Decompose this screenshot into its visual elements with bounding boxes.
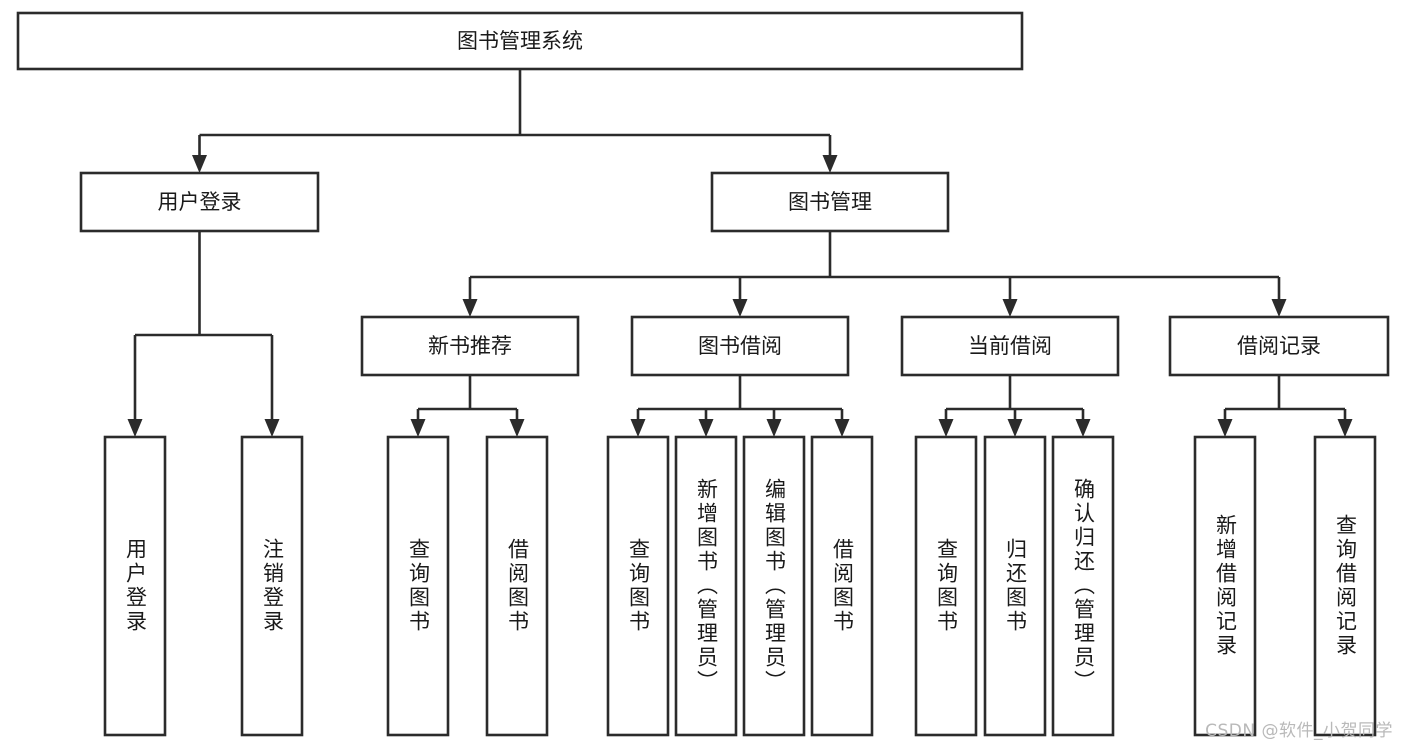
node-box-book-manage[interactable] [710, 171, 950, 233]
node-box-return-book[interactable] [983, 435, 1047, 737]
node-box-new-book-recommend[interactable] [360, 315, 580, 377]
arrow-head-icon [462, 299, 478, 317]
node-box-user-login[interactable] [79, 171, 320, 233]
arrow-head-icon [698, 419, 714, 437]
node-box-current-borrow[interactable] [900, 315, 1120, 377]
node-box-borrow-book-2[interactable] [810, 435, 874, 737]
node-label-borrow-record: 借阅记录 [1237, 334, 1321, 358]
node-box-borrow-book-1[interactable] [485, 435, 549, 737]
arrow-head-icon [127, 419, 143, 437]
arrow-head-icon [1002, 299, 1018, 317]
arrow-head-icon [509, 419, 525, 437]
arrow-head-icon [410, 419, 426, 437]
arrow-head-icon [732, 299, 748, 317]
arrow-head-icon [264, 419, 280, 437]
node-label-new-book-recommend: 新书推荐 [428, 334, 512, 358]
arrow-head-icon [1075, 419, 1091, 437]
arrow-head-icon [1007, 419, 1023, 437]
node-box-add-borrow-record[interactable] [1193, 435, 1257, 737]
connector-layer [127, 69, 1353, 437]
node-box-query-borrow-record[interactable] [1313, 435, 1377, 737]
node-box-edit-book-admin[interactable] [742, 435, 806, 737]
node-box-layer [16, 11, 1390, 737]
node-box-query-book-1[interactable] [386, 435, 450, 737]
arrow-head-icon [1271, 299, 1287, 317]
node-box-add-book-admin[interactable] [674, 435, 738, 737]
node-label-book-borrow: 图书借阅 [698, 334, 782, 358]
node-box-user-logout-leaf[interactable] [240, 435, 304, 737]
node-label-current-borrow: 当前借阅 [968, 334, 1052, 358]
arrow-head-icon [192, 155, 207, 173]
arrow-head-icon [938, 419, 954, 437]
arrow-head-icon [630, 419, 646, 437]
node-box-root[interactable] [16, 11, 1024, 71]
node-label-book-manage: 图书管理 [788, 190, 872, 214]
node-box-query-book-3[interactable] [914, 435, 978, 737]
csdn-watermark: CSDN @软件_小贺同学 [1205, 721, 1393, 741]
node-box-query-book-2[interactable] [606, 435, 670, 737]
arrow-head-icon [834, 419, 850, 437]
arrow-head-icon [822, 155, 838, 173]
node-label-root: 图书管理系统 [457, 29, 583, 53]
arrow-head-icon [1217, 419, 1233, 437]
node-label-user-login: 用户登录 [158, 190, 242, 214]
node-box-borrow-record[interactable] [1168, 315, 1390, 377]
arrow-head-icon [1337, 419, 1353, 437]
node-box-book-borrow[interactable] [630, 315, 850, 377]
node-box-user-login-leaf[interactable] [103, 435, 167, 737]
arrow-head-icon [766, 419, 782, 437]
node-box-confirm-return-admin[interactable] [1051, 435, 1115, 737]
